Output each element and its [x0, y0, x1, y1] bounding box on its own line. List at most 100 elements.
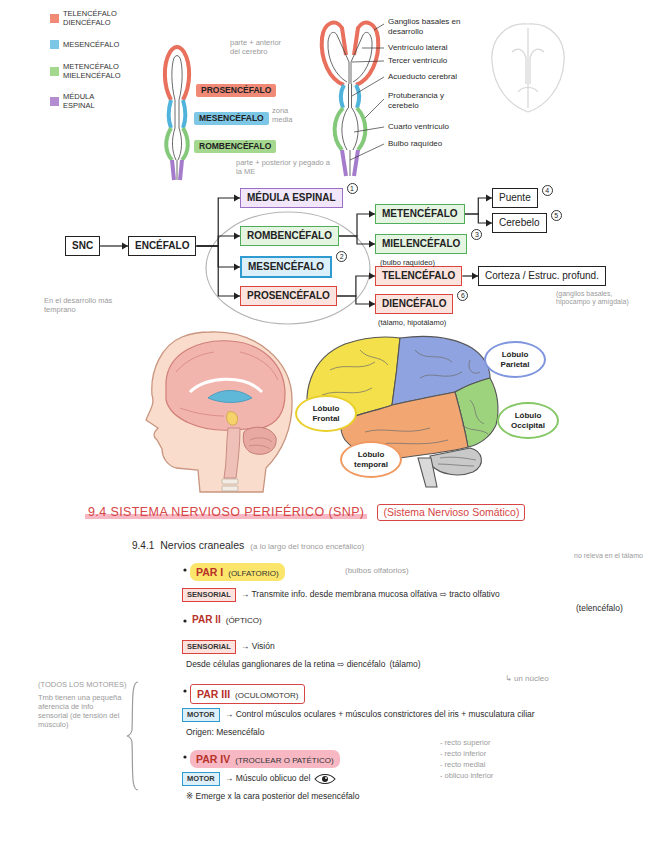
callout-number: 6	[457, 290, 468, 301]
annotation: - oblicuo inferior	[440, 771, 493, 780]
leader-lines	[350, 24, 384, 160]
connector-line	[196, 246, 240, 296]
process-box: METENCÉFALO	[375, 204, 465, 224]
nerve-pair-tag: PAR I (OLFATORIO)	[190, 563, 285, 581]
node-text: Lóbulo temporal	[354, 450, 388, 469]
node-text: Puente	[499, 192, 531, 203]
head-sagittal	[146, 332, 292, 492]
type-box: MOTOR	[182, 708, 220, 722]
process-box: MIELENCÉFALO	[375, 234, 467, 254]
color-band: PROSENCÉFALO	[196, 84, 276, 97]
annotation: - recto superior	[440, 738, 490, 747]
connector	[337, 273, 375, 297]
connector	[337, 296, 375, 308]
eye-icon	[314, 773, 336, 785]
process-box: Cerebelo	[492, 213, 547, 233]
annotation: ↳ un núcleo	[505, 674, 549, 684]
node-text: PAR IV	[196, 753, 230, 765]
process-box: MÉDULA ESPINAL	[240, 188, 343, 208]
connector	[339, 236, 375, 248]
annotation: → Transmite info. desde membrana mucosa …	[241, 589, 500, 599]
process-box: ENCÉFALO	[128, 236, 196, 256]
color-band: ROMBENCÉFALO	[194, 140, 276, 153]
annotation: (ganglios basales, hipocampo y amígdala)	[556, 290, 646, 307]
lobe-circle: Lóbulo Occipital	[497, 402, 559, 439]
legend-swatch	[50, 97, 59, 106]
connector	[196, 246, 240, 300]
connector-line	[196, 236, 240, 246]
node-text: Lóbulo Frontal	[312, 404, 339, 423]
callout-number: 3	[471, 229, 482, 240]
section-title: 9.4 SISTEMA NERVIOSO PERIFÉRICO (SNP)	[85, 504, 367, 520]
annotation: (TODOS LOS MOTORES)	[38, 680, 126, 689]
process-box: MESENCÉFALO	[240, 256, 332, 278]
annotation: PAR II	[192, 614, 221, 626]
grouping-circle	[206, 212, 370, 324]
annotation: Bulbo raquídeo	[388, 139, 442, 149]
node-text: SENSORIAL	[187, 590, 231, 599]
process-box: TELENCÉFALO	[375, 266, 462, 286]
legend-text: METENCÉFALO MIELENCÉFALO	[63, 62, 127, 80]
node-text: PAR I	[196, 566, 223, 578]
annotation: Nervios craneales	[160, 539, 244, 552]
annotation: Origen: Mesencéfalo	[186, 727, 264, 737]
annotation: parte + anterior del cerebro	[230, 38, 292, 56]
callout-number: 1	[347, 183, 358, 194]
annotation: Ventrículo lateral	[388, 43, 448, 53]
connector-line	[339, 214, 375, 236]
connector	[465, 195, 492, 215]
node-text: MOTOR	[187, 710, 215, 719]
annotation: (bulbo raquídeo)	[380, 258, 435, 267]
nerve-pair-tag: PAR III(OCULOMOTOR)	[190, 684, 305, 704]
neural-tube	[165, 47, 189, 180]
legend-swatch	[50, 14, 59, 23]
node-text: Cerebelo	[499, 217, 540, 228]
annotation: (tálamo, hipotálamo)	[378, 318, 446, 327]
node-text: (OLFATORIO)	[228, 569, 278, 578]
lobe-circle: Lóbulo temporal	[340, 441, 402, 478]
process-box: ROMBENCÉFALO	[240, 226, 339, 246]
legend-text: MESENCÉFALO	[63, 40, 127, 49]
connector	[465, 214, 492, 227]
node-text: SENSORIAL	[187, 642, 231, 651]
process-box: SNC	[65, 236, 100, 256]
node-text: MÉDULA ESPINAL	[247, 192, 336, 203]
annotation: → Músculo oblicuo del	[225, 773, 311, 783]
node-text: Lóbulo Parietal	[501, 350, 530, 369]
node-text: ROMBENCÉFALO	[199, 141, 271, 151]
annotation: (telencéfalo)	[576, 603, 623, 613]
annotation: Tmb tienen una pequeña aferencia de info…	[38, 693, 122, 729]
legend-text: TELENCÉFALO DIENCÉFALO	[63, 9, 127, 27]
node-text: PROSENCÉFALO	[247, 290, 330, 301]
subtitle-box: (Sistema Nervioso Somático)	[377, 504, 525, 521]
annotation: - recto inferior	[440, 749, 486, 758]
legend-swatch	[50, 40, 59, 49]
annotation: (ÓPTICO)	[226, 616, 262, 626]
lateral-brain	[307, 336, 498, 487]
annotation: Ganglios basales en desarrollo	[388, 17, 468, 36]
annotation: Acueducto cerebral	[388, 72, 457, 82]
node-text: (OCULOMOTOR)	[235, 691, 298, 700]
node-text: Lóbulo Occipital	[511, 411, 545, 430]
lobe-circle: Lóbulo Frontal	[295, 395, 357, 432]
annotation: En el desarrollo más temprano	[44, 296, 116, 314]
connector	[196, 195, 240, 247]
type-box: SENSORIAL	[182, 640, 236, 654]
node-text: (TROCLEAR O PATÉTICO)	[235, 756, 333, 765]
legend-text: MÉDULA ESPINAL	[63, 92, 127, 110]
node-text: DIENCÉFALO	[382, 298, 446, 309]
annotation: → Visión	[241, 641, 275, 651]
annotation: (tálamo)	[389, 659, 420, 669]
connector	[196, 233, 240, 247]
node-text: METENCÉFALO	[382, 208, 458, 219]
callout-number: 2	[336, 251, 347, 262]
annotation: (bulbos olfatorios)	[345, 566, 409, 576]
annotation: no releva en el tálamo	[574, 552, 646, 560]
annotation: 9.4.1	[132, 540, 154, 552]
legend-swatch	[50, 67, 59, 76]
type-box: SENSORIAL	[182, 588, 236, 602]
node-text: ENCÉFALO	[135, 240, 189, 251]
node-text: MIELENCÉFALO	[382, 238, 460, 249]
